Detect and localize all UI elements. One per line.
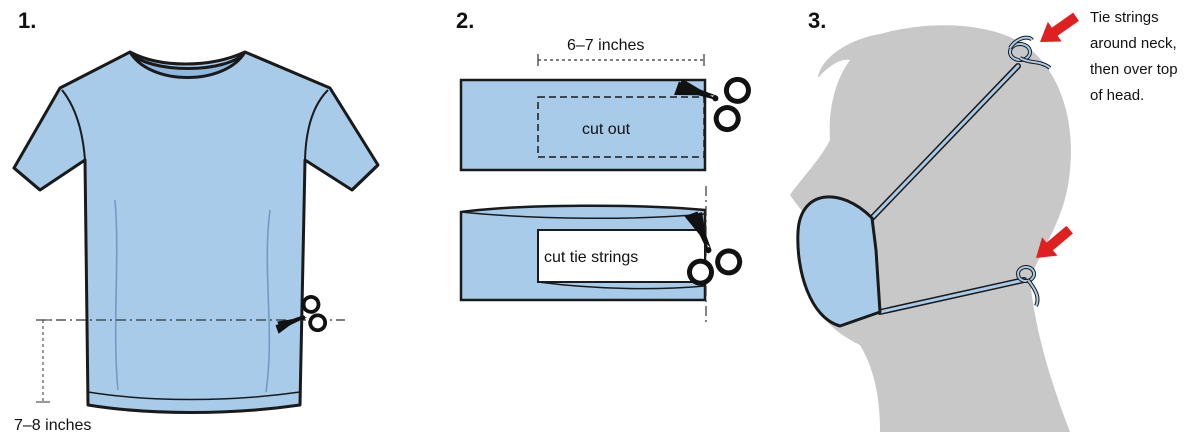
step-1-number: 1. (18, 8, 36, 33)
mask-seam (871, 217, 881, 313)
instruction-line-3: then over top (1090, 61, 1178, 78)
step-3-number: 3. (808, 8, 826, 33)
cut-tie-strings-label: cut tie strings (544, 249, 638, 266)
left-cuff (13, 166, 41, 192)
bottom-knot (1016, 265, 1040, 307)
t-shirt-collar (128, 50, 247, 79)
instruction-line-4: of head. (1090, 87, 1144, 104)
instruction-line-1: Tie strings (1090, 9, 1159, 26)
strip-fold (537, 281, 706, 290)
lower-strap (878, 278, 1026, 314)
step-1-measurement-label: 7–8 inches (14, 417, 91, 434)
strip-fold (460, 211, 706, 220)
face-mask (796, 195, 882, 328)
head-silhouette (790, 25, 1071, 433)
scissors-icon (684, 211, 743, 286)
fabric-strip-top (459, 78, 707, 172)
t-shirt-fold (114, 199, 119, 391)
step-2-measurement-label: 6–7 inches (567, 37, 644, 54)
scissors-icon (275, 295, 328, 334)
upper-strap (870, 64, 1020, 220)
left-sleeve-seam (61, 89, 86, 161)
t-shirt-hem (87, 391, 301, 401)
tie-strings-cut-area (537, 229, 706, 283)
step-1-panel: 1. 7–8 inches (12, 8, 380, 434)
right-cuff (350, 163, 380, 192)
step-3-panel: 3. (790, 8, 1178, 433)
red-arrow-icon (1040, 12, 1079, 42)
t-shirt (12, 50, 380, 414)
scissors-icon (674, 76, 751, 133)
cut-out-label: cut out (582, 121, 631, 138)
t-shirt-fold (265, 209, 271, 393)
step-2-panel: 2. 6–7 inches cut out cut tie strings (456, 8, 751, 322)
cut-out-outline (537, 96, 705, 158)
step-2-number: 2. (456, 8, 474, 33)
instruction-line-2: around neck, (1090, 35, 1177, 52)
right-sleeve-seam (304, 89, 329, 161)
red-arrow-icon (1036, 225, 1073, 258)
top-knot (1008, 35, 1052, 70)
